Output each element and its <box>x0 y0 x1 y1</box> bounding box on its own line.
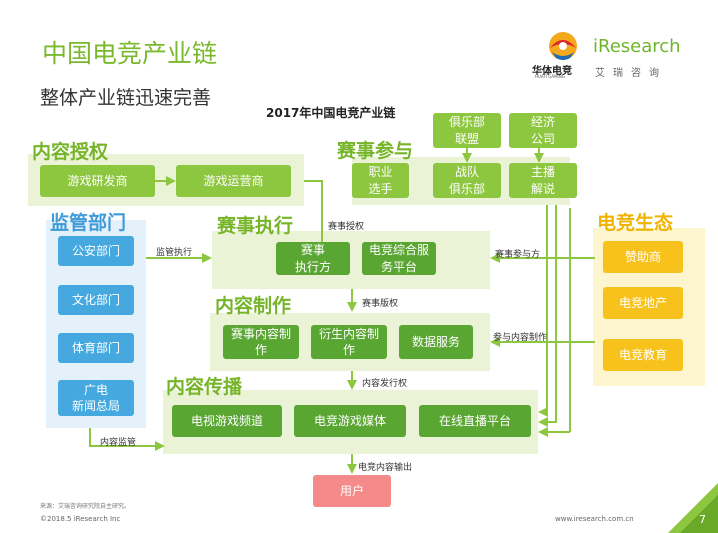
page-title: 中国电竞产业链 <box>42 39 218 68</box>
corner-decoration-icon <box>668 483 718 533</box>
content-supervision-label: 内容监管 <box>100 438 137 448</box>
esports-education-box: 电竞教育 <box>603 339 683 371</box>
event-execution-panel <box>212 231 490 289</box>
esports-estate-box: 电竞地产 <box>603 287 683 319</box>
club-union-box: 俱乐部 联盟 <box>433 113 501 148</box>
esports-media-box: 电竞游戏媒体 <box>294 405 406 437</box>
copyright-label: 赛事版权 <box>362 299 399 309</box>
game-operator-box: 游戏运营商 <box>176 165 291 197</box>
content-output-label: 电竞内容输出 <box>358 463 413 473</box>
participate-production-label: 参与内容制作 <box>493 333 548 343</box>
content-distribution-title: 内容传播 <box>166 376 243 398</box>
service-platform-box: 电竞综合服 务平台 <box>362 242 436 275</box>
broadcast-admin-box: 广电 新闻总局 <box>58 380 134 416</box>
source-note: 来源：艾瑞咨询研究院自主研究。 <box>40 503 131 510</box>
website-url: www.iresearch.com.cn <box>555 515 634 523</box>
derivative-content-box: 衍生内容制 作 <box>311 325 387 359</box>
broker-company-box: 经济 公司 <box>509 113 577 148</box>
supervision-label: 监管执行 <box>156 248 193 258</box>
iresearch-logo: iResearch <box>593 36 681 57</box>
event-operator-box: 赛事 执行方 <box>276 242 350 275</box>
event-execution-title: 赛事执行 <box>217 215 294 237</box>
esports-ecology-title: 电竞生态 <box>597 212 674 234</box>
page-number: 7 <box>699 513 706 526</box>
event-content-box: 赛事内容制 作 <box>223 325 299 359</box>
iresearch-logo-cn: 艾瑞咨询 <box>595 68 667 79</box>
tv-channel-box: 电视游戏频道 <box>172 405 282 437</box>
page-subtitle: 整体产业链迅速完善 <box>40 87 212 109</box>
sports-dept-box: 体育部门 <box>58 333 134 363</box>
live-platform-box: 在线直播平台 <box>419 405 531 437</box>
regulators-title: 监管部门 <box>50 212 127 234</box>
culture-dept-box: 文化部门 <box>58 285 134 315</box>
data-service-box: 数据服务 <box>399 325 473 359</box>
content-production-title: 内容制作 <box>215 295 292 317</box>
huati-logo-subtext: HUATI GAMING <box>535 74 565 79</box>
pro-player-box: 职业 选手 <box>352 163 409 198</box>
content-license-title: 内容授权 <box>32 141 109 163</box>
sponsor-box: 赞助商 <box>603 241 683 273</box>
team-club-box: 战队 俱乐部 <box>433 163 501 198</box>
huati-logo-icon <box>549 32 577 60</box>
game-developer-box: 游戏研发商 <box>40 165 155 197</box>
participant-side-label: 赛事参与方 <box>495 250 541 260</box>
host-commentary-box: 主播 解说 <box>509 163 577 198</box>
huati-logo-text: 华体电竞 <box>532 66 572 77</box>
copyright-note: ©2018.5 iResearch Inc <box>40 515 121 523</box>
user-box: 用户 <box>313 475 391 507</box>
police-dept-box: 公安部门 <box>58 236 134 266</box>
event-participation-title: 赛事参与 <box>337 140 414 162</box>
distribution-rights-label: 内容发行权 <box>362 379 408 389</box>
diagram-title: 2017年中国电竞产业链 <box>266 106 396 120</box>
event-license-label: 赛事授权 <box>328 222 365 232</box>
